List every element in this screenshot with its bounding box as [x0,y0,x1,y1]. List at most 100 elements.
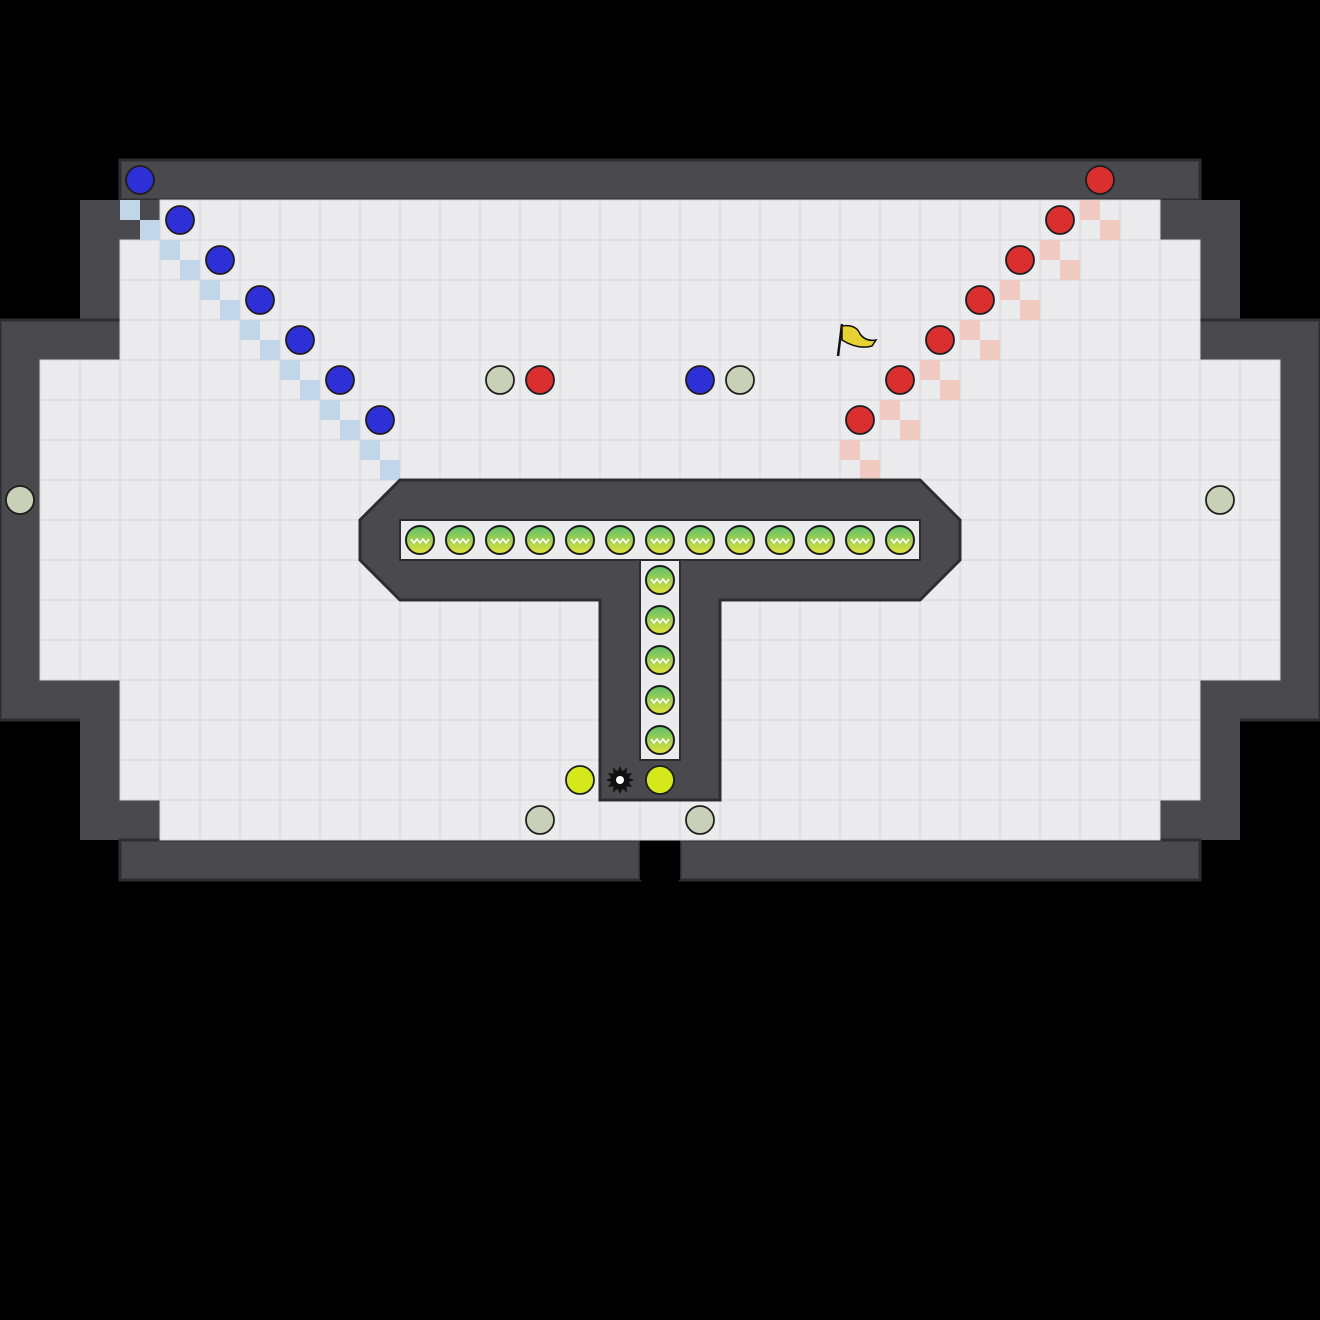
floor-cell [719,599,761,641]
floor-cell [999,359,1041,401]
floor-cell [799,199,841,241]
floor-cell [799,439,841,481]
floor-cell [1159,759,1201,801]
floor-cell [999,399,1041,441]
red-ball-icon[interactable] [1005,245,1035,275]
green-capsule-icon [445,525,475,555]
blue-trail-tile [320,400,340,420]
blue-trail-tile [140,220,160,240]
neutral-ball-icon[interactable] [1205,485,1235,515]
floor-cell [599,239,641,281]
floor-cell [879,759,921,801]
neutral-ball-icon[interactable] [525,805,555,835]
floor-cell [1079,239,1121,281]
floor-cell [279,399,321,441]
floor-cell [239,599,281,641]
floor-cell [759,319,801,361]
floor-cell [439,359,481,401]
floor-cell [1199,599,1241,641]
red-ball-icon[interactable] [845,405,875,435]
floor-cell [199,199,241,241]
blue-ball-icon[interactable] [365,405,395,435]
floor-cell [319,519,361,561]
red-trail-tile [1080,200,1100,220]
blue-ball-icon[interactable] [685,365,715,395]
floor-cell [559,239,601,281]
yellow-ball-icon[interactable] [645,765,675,795]
floor-cell [559,199,601,241]
floor-cell [479,639,521,681]
blue-ball-icon[interactable] [165,205,195,235]
yellow-ball-icon[interactable] [565,765,595,795]
red-ball-icon[interactable] [1085,165,1115,195]
floor-cell [119,559,161,601]
neutral-ball-icon[interactable] [5,485,35,515]
blue-ball-icon[interactable] [205,245,235,275]
floor-cell [479,239,521,281]
floor-cell [639,439,681,481]
floor-cell [1039,479,1081,521]
floor-cell [719,319,761,361]
floor-cell [1119,199,1161,241]
floor-cell [39,519,81,561]
floor-cell [1119,679,1161,721]
floor-cell [919,639,961,681]
yellow-flag-icon[interactable] [836,323,878,357]
floor-cell [399,639,441,681]
neutral-ball-icon[interactable] [725,365,755,395]
red-ball-icon[interactable] [1045,205,1075,235]
floor-cell [1079,439,1121,481]
floor-cell [1119,279,1161,321]
floor-cell [839,679,881,721]
floor-cell [639,799,681,841]
spiky-mine-icon[interactable] [606,766,634,794]
floor-cell [839,759,881,801]
floor-cell [439,439,481,481]
red-trail-tile [860,460,880,480]
floor-cell [199,559,241,601]
floor-cell [999,319,1041,361]
floor-cell [119,359,161,401]
floor-cell [879,439,921,481]
floor-cell [679,279,721,321]
neutral-ball-icon[interactable] [485,365,515,395]
floor-cell [199,679,241,721]
red-trail-tile [960,320,980,340]
floor-cell [1159,599,1201,641]
floor-cell [119,239,161,281]
floor-cell [279,799,321,841]
floor-cell [119,399,161,441]
red-ball-icon[interactable] [885,365,915,395]
floor-cell [359,599,401,641]
floor-cell [159,479,201,521]
floor-cell [199,319,241,361]
blue-trail-tile [200,280,220,300]
floor-cell [319,279,361,321]
red-trail-tile [1020,300,1040,320]
floor-cell [879,319,921,361]
blue-ball-icon[interactable] [245,285,275,315]
floor-cell [1239,639,1281,681]
floor-cell [1039,599,1081,641]
floor-cell [519,279,561,321]
red-ball-icon[interactable] [925,325,955,355]
blue-trail-tile [260,340,280,360]
blue-trail-tile [180,260,200,280]
floor-cell [319,239,361,281]
floor-cell [399,679,441,721]
floor-cell [1199,559,1241,601]
floor-cell [1079,359,1121,401]
floor-cell [1159,679,1201,721]
red-ball-icon[interactable] [525,365,555,395]
red-ball-icon[interactable] [965,285,995,315]
red-trail-tile [900,420,920,440]
blue-ball-icon[interactable] [125,165,155,195]
floor-cell [359,279,401,321]
neutral-ball-icon[interactable] [685,805,715,835]
floor-cell [959,399,1001,441]
floor-cell [439,799,481,841]
floor-cell [879,719,921,761]
floor-cell [759,199,801,241]
blue-ball-icon[interactable] [325,365,355,395]
blue-ball-icon[interactable] [285,325,315,355]
